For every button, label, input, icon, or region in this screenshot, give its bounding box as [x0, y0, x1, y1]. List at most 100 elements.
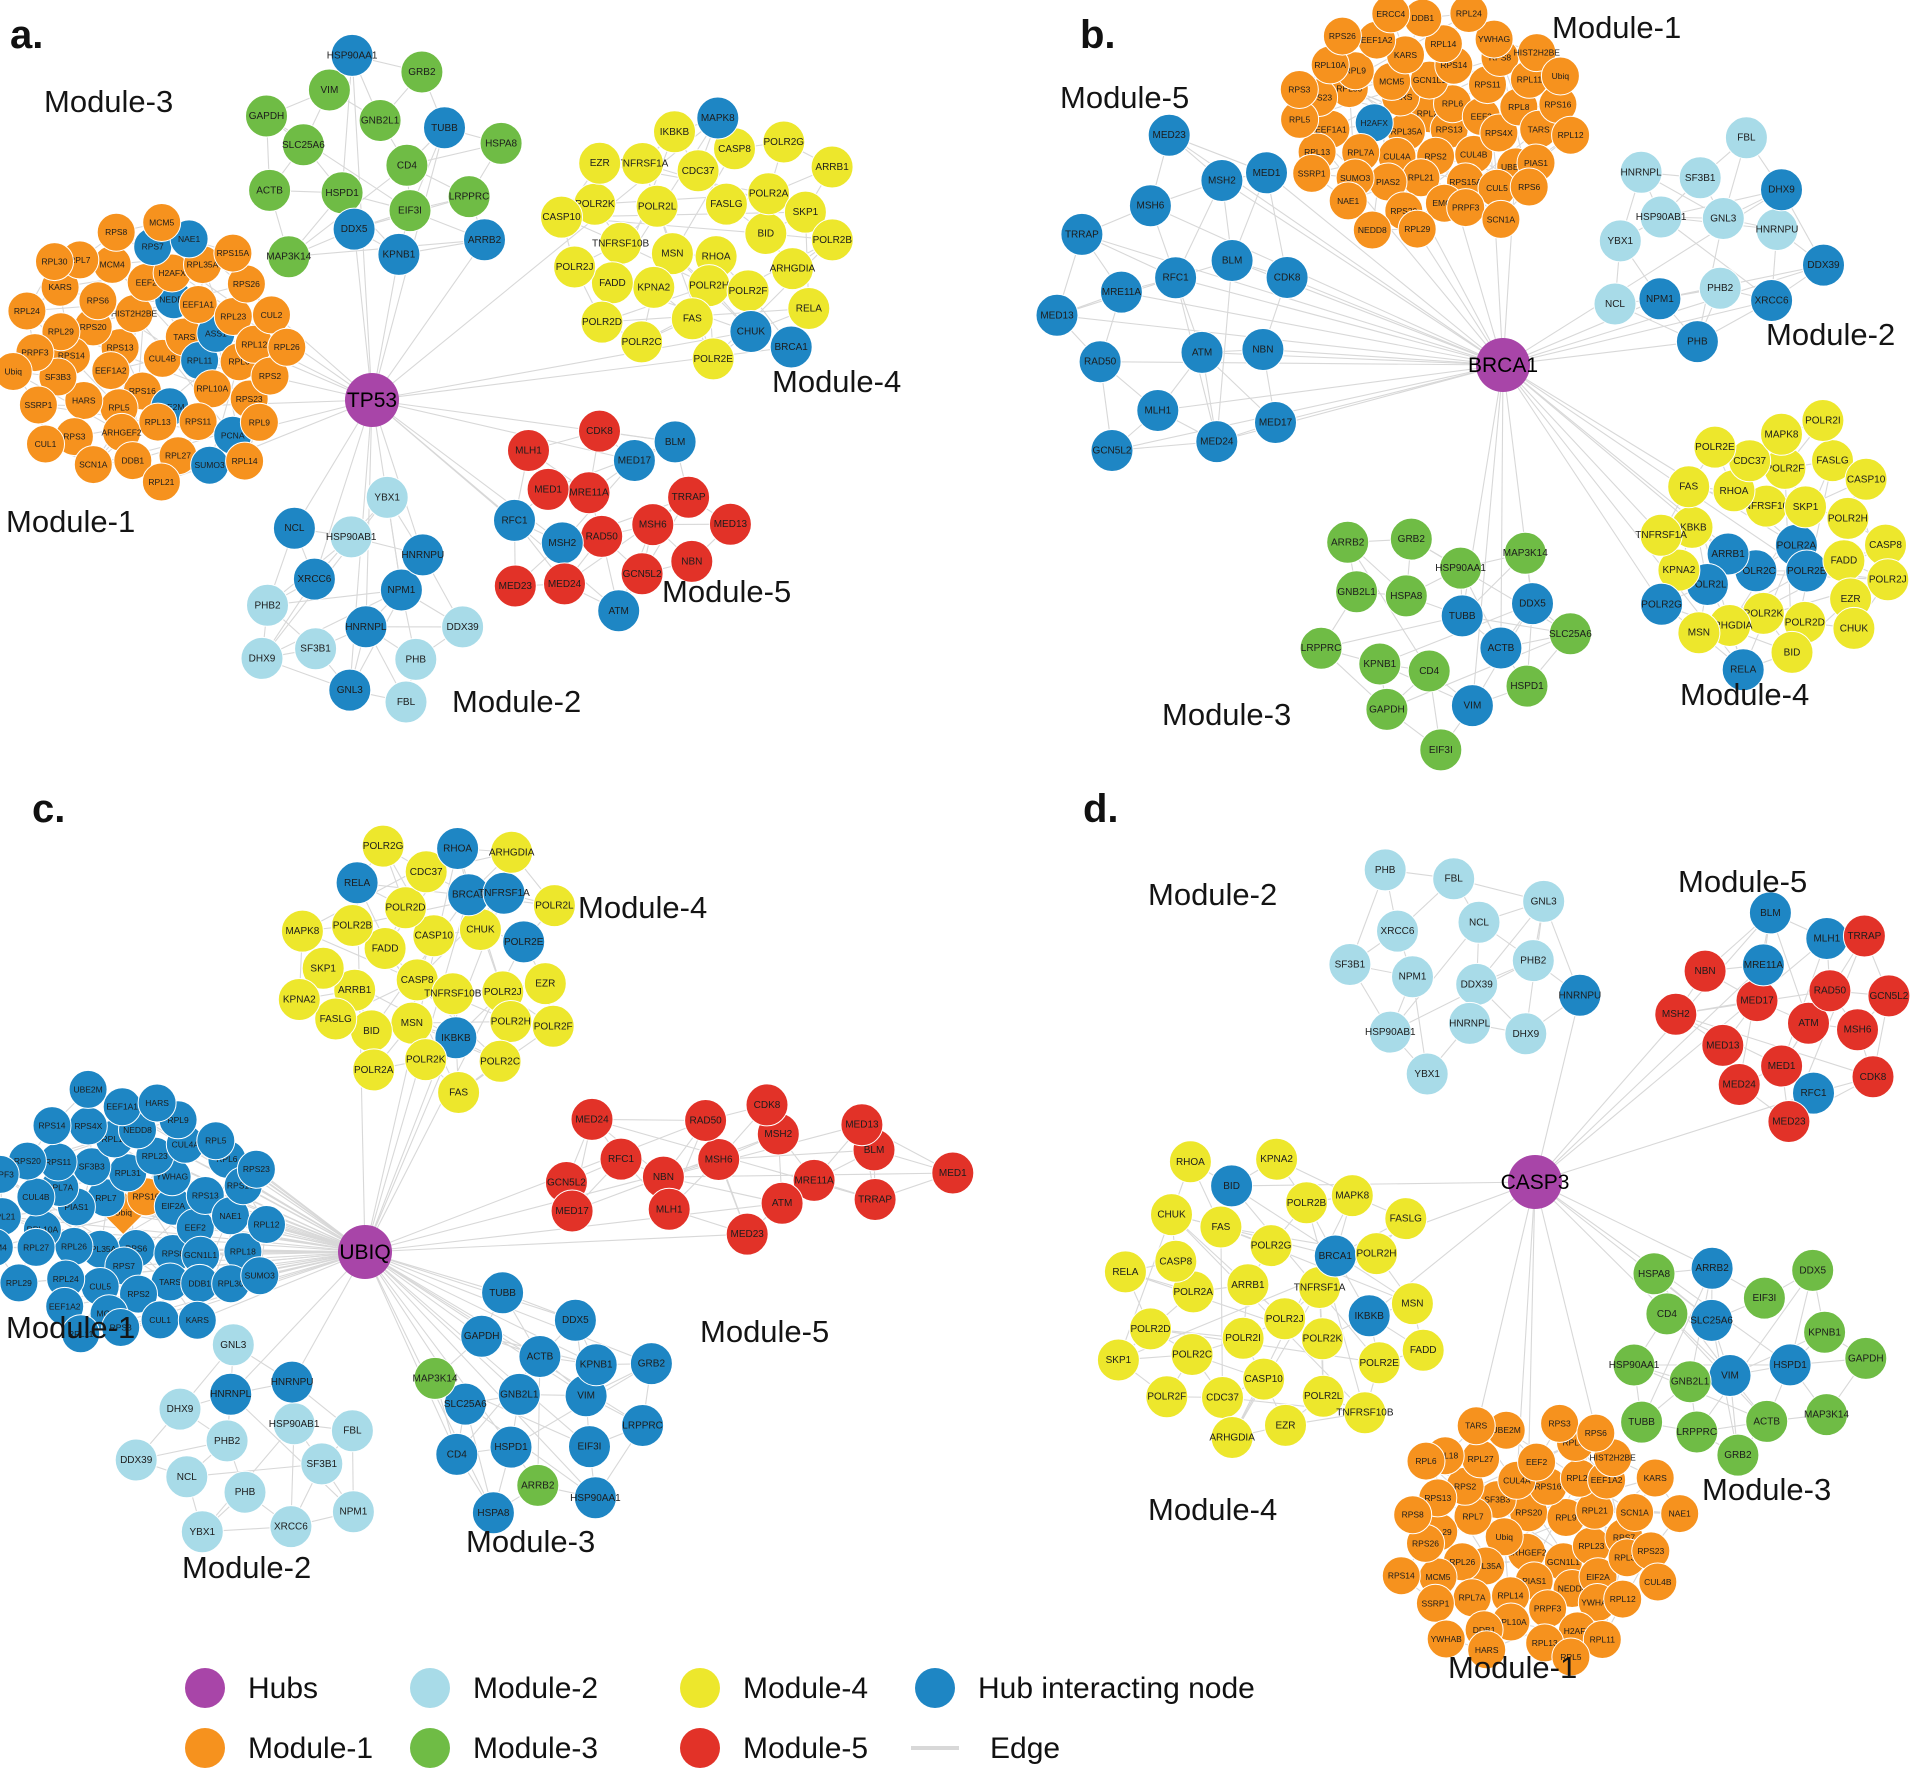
node-TARS[interactable]: TARS: [1456, 1406, 1496, 1446]
node-YBX1[interactable]: YBX1: [1598, 219, 1642, 263]
node-SF3B1[interactable]: SF3B1: [1678, 156, 1722, 200]
node-MAPK8[interactable]: MAPK8: [280, 909, 324, 953]
node-CDC37[interactable]: CDC37: [1201, 1376, 1244, 1419]
node-SCN1A[interactable]: SCN1A: [73, 445, 113, 485]
node-CDC37[interactable]: CDC37: [404, 850, 448, 894]
node-UBE2M[interactable]: UBE2M: [68, 1069, 108, 1109]
node-SSRP1[interactable]: SSRP1: [1415, 1583, 1455, 1623]
node-RPL13[interactable]: RPL13: [138, 402, 178, 442]
node-POLR2E[interactable]: POLR2E: [1693, 425, 1737, 469]
node-TRRAP[interactable]: TRRAP: [853, 1178, 897, 1221]
node-DHX9[interactable]: DHX9: [1504, 1012, 1548, 1056]
node-RPL11[interactable]: RPL11: [1582, 1620, 1622, 1659]
node-ARRB2[interactable]: ARRB2: [1326, 520, 1370, 564]
node-RPS14[interactable]: RPS14: [32, 1106, 72, 1146]
node-HSP90AA1[interactable]: HSP90AA1: [570, 1476, 621, 1520]
node-YBX1[interactable]: YBX1: [365, 475, 409, 519]
hub-CASP3[interactable]: CASP3: [1501, 1155, 1570, 1209]
node-KPNB1[interactable]: KPNB1: [1803, 1310, 1847, 1354]
node-ACTB[interactable]: ACTB: [518, 1335, 562, 1378]
node-MED23[interactable]: MED23: [1147, 113, 1191, 157]
node-ACTB[interactable]: ACTB: [1479, 626, 1523, 670]
node-CASP8[interactable]: CASP8: [395, 958, 439, 1002]
node-RPL29[interactable]: RPL29: [1397, 209, 1437, 249]
node-MSH2[interactable]: MSH2: [1200, 159, 1244, 202]
node-SKP1[interactable]: SKP1: [1784, 485, 1827, 529]
node-MSN[interactable]: MSN: [1677, 611, 1721, 655]
node-KARS[interactable]: KARS: [1635, 1458, 1675, 1498]
node-MED23[interactable]: MED23: [725, 1212, 769, 1256]
node-FASLG[interactable]: FASLG: [1384, 1197, 1428, 1241]
node-POLR2G[interactable]: POLR2G: [1640, 582, 1684, 626]
node-HARS[interactable]: HARS: [1467, 1630, 1507, 1670]
node-MRE11A[interactable]: MRE11A: [1099, 270, 1143, 314]
node-MAPK8[interactable]: MAPK8: [1330, 1174, 1374, 1218]
node-SCN1A[interactable]: SCN1A: [1615, 1493, 1655, 1532]
node-RPS8[interactable]: RPS8: [96, 212, 136, 252]
node-POLR2J[interactable]: POLR2J: [553, 245, 597, 289]
node-GNL3[interactable]: GNL3: [211, 1323, 255, 1367]
node-HSP90AA1[interactable]: HSP90AA1: [327, 33, 378, 77]
node-POLR2D[interactable]: POLR2D: [580, 300, 624, 344]
node-MCM4[interactable]: MCM4: [0, 1228, 14, 1267]
node-GNB2L1[interactable]: GNB2L1: [1668, 1360, 1712, 1404]
node-RPL21[interactable]: RPL21: [141, 462, 181, 502]
node-DDX39[interactable]: DDX39: [114, 1438, 158, 1482]
node-MED23[interactable]: MED23: [493, 564, 537, 608]
node-TNFRSF1A[interactable]: TNFRSF1A: [1635, 513, 1687, 557]
node-FADD[interactable]: FADD: [1822, 539, 1866, 583]
node-NPM1[interactable]: NPM1: [379, 568, 423, 612]
node-IKBKB[interactable]: IKBKB: [653, 110, 696, 154]
node-MSH6[interactable]: MSH6: [1836, 1008, 1879, 1052]
node-KPNB1[interactable]: KPNB1: [574, 1343, 618, 1387]
node-XRCC6[interactable]: XRCC6: [292, 557, 336, 601]
node-MED17[interactable]: MED17: [1735, 979, 1779, 1023]
node-DHX9[interactable]: DHX9: [158, 1387, 202, 1431]
node-POLR2B[interactable]: POLR2B: [1285, 1181, 1328, 1225]
node-HNRNPL[interactable]: HNRNPL: [209, 1372, 253, 1416]
node-GAPDH[interactable]: GAPDH: [460, 1314, 504, 1358]
node-ARRB2[interactable]: ARRB2: [463, 218, 506, 262]
node-Ubiq[interactable]: Ubiq: [1540, 56, 1580, 96]
node-RPL5[interactable]: RPL5: [1551, 1637, 1591, 1677]
node-TUBB[interactable]: TUBB: [423, 106, 466, 150]
node-EIF3I[interactable]: EIF3I: [568, 1425, 611, 1469]
node-NBN[interactable]: NBN: [1241, 328, 1285, 371]
node-CUL1[interactable]: CUL1: [26, 424, 65, 464]
node-RPL30[interactable]: RPL30: [35, 242, 74, 282]
node-ATM[interactable]: ATM: [1180, 330, 1224, 374]
node-RAD50[interactable]: RAD50: [580, 514, 624, 558]
node-KPNA2[interactable]: KPNA2: [632, 265, 676, 309]
node-PHB2[interactable]: PHB2: [1511, 939, 1555, 983]
node-POLR2B[interactable]: POLR2B: [1785, 549, 1829, 593]
node-IKBKB[interactable]: IKBKB: [1347, 1294, 1391, 1338]
node-DDX39[interactable]: DDX39: [1455, 962, 1499, 1006]
node-KPNB1[interactable]: KPNB1: [1358, 642, 1402, 686]
node-POLR2F[interactable]: POLR2F: [1145, 1375, 1189, 1419]
node-POLR2K[interactable]: POLR2K: [1300, 1317, 1344, 1361]
node-SLC25A6[interactable]: SLC25A6: [443, 1382, 487, 1426]
node-POLR2L[interactable]: POLR2L: [532, 884, 576, 928]
node-GRB2[interactable]: GRB2: [1389, 517, 1433, 561]
node-MAP3K14[interactable]: MAP3K14: [1503, 531, 1548, 575]
node-FAS[interactable]: FAS: [1667, 465, 1711, 509]
node-GRB2[interactable]: GRB2: [629, 1342, 673, 1386]
node-MLH1[interactable]: MLH1: [647, 1187, 691, 1231]
node-CDK8[interactable]: CDK8: [745, 1083, 789, 1127]
node-MAPK8[interactable]: MAPK8: [1760, 412, 1803, 456]
node-SUMO3[interactable]: SUMO3: [190, 445, 230, 485]
node-RPL12[interactable]: RPL12: [1603, 1579, 1643, 1619]
node-MED24[interactable]: MED24: [1195, 420, 1239, 464]
node-FASLG[interactable]: FASLG: [704, 182, 748, 226]
node-CUL4B[interactable]: CUL4B: [1638, 1562, 1678, 1602]
node-RPS8[interactable]: RPS8: [1393, 1495, 1433, 1535]
node-PHB2[interactable]: PHB2: [205, 1419, 249, 1463]
node-LRPPRC[interactable]: LRPPRC: [1675, 1410, 1719, 1454]
node-GRB2[interactable]: GRB2: [1716, 1433, 1760, 1477]
node-CDK8[interactable]: CDK8: [578, 409, 621, 453]
node-RPS6[interactable]: RPS6: [1576, 1413, 1616, 1453]
node-CHUK[interactable]: CHUK: [1150, 1193, 1193, 1237]
node-BID[interactable]: BID: [1770, 630, 1814, 674]
node-BRCA1[interactable]: BRCA1: [1313, 1234, 1357, 1278]
node-GAPDH[interactable]: GAPDH: [1844, 1336, 1888, 1380]
